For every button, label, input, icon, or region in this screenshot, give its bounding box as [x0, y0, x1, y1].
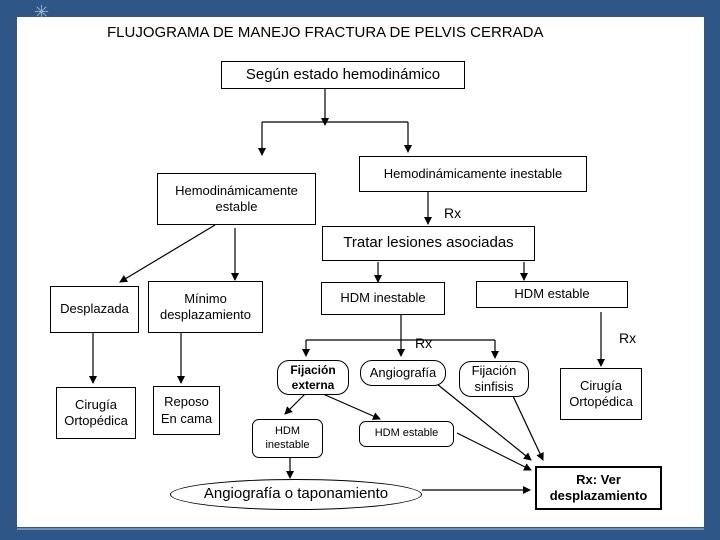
- node-hdm-estable-2: HDM estable: [359, 421, 454, 447]
- node-fijacion-sinfisis: Fijación sinfisis: [459, 361, 529, 397]
- label-rx-1: Rx: [444, 205, 462, 221]
- node-minimo: Mínimo desplazamiento: [148, 281, 263, 333]
- node-cirugia-2: Cirugía Ortopédica: [560, 368, 642, 420]
- arrow-sinfisis-to-rx: [512, 395, 544, 461]
- page-title: FLUJOGRAMA DE MANEJO FRACTURA DE PELVIS …: [107, 24, 544, 41]
- label-rx-2: Rx: [415, 335, 433, 351]
- arrow-to-desplazada: [119, 224, 216, 283]
- label-rx-3: Rx: [619, 330, 637, 346]
- node-angio-taponamiento: Angiografía o taponamiento: [170, 479, 422, 510]
- node-hdm-inestable-2: HDM inestable: [252, 419, 323, 458]
- node-angiografia: Angiografía: [360, 360, 446, 386]
- node-tratar: Tratar lesiones asociadas: [322, 226, 535, 261]
- node-desplazada: Desplazada: [50, 286, 139, 333]
- arrow-angiografia-to-rx: [436, 383, 532, 461]
- node-rx-ver: Rx: Ver desplazamiento: [535, 466, 662, 510]
- node-cirugia-1: Cirugía Ortopédica: [56, 387, 136, 439]
- footer-divider: [17, 528, 704, 530]
- node-fijacion-externa: Fijación externa: [277, 360, 349, 395]
- node-reposo: Reposo En cama: [153, 386, 220, 435]
- node-hdm-inestable: HDM inestable: [321, 282, 445, 315]
- node-hdm-estable: HDM estable: [476, 281, 628, 308]
- arrow-hdm-estable-2-to-rx: [456, 432, 532, 471]
- arrow-to-hdm-inestable-2: [284, 393, 306, 415]
- node-root: Según estado hemodinámico: [221, 61, 465, 89]
- node-hd-estable: Hemodinámicamente estable: [157, 173, 316, 225]
- arrow-to-hdm-estable-2: [322, 393, 381, 420]
- node-hd-inestable: Hemodinámicamente inestable: [359, 156, 587, 192]
